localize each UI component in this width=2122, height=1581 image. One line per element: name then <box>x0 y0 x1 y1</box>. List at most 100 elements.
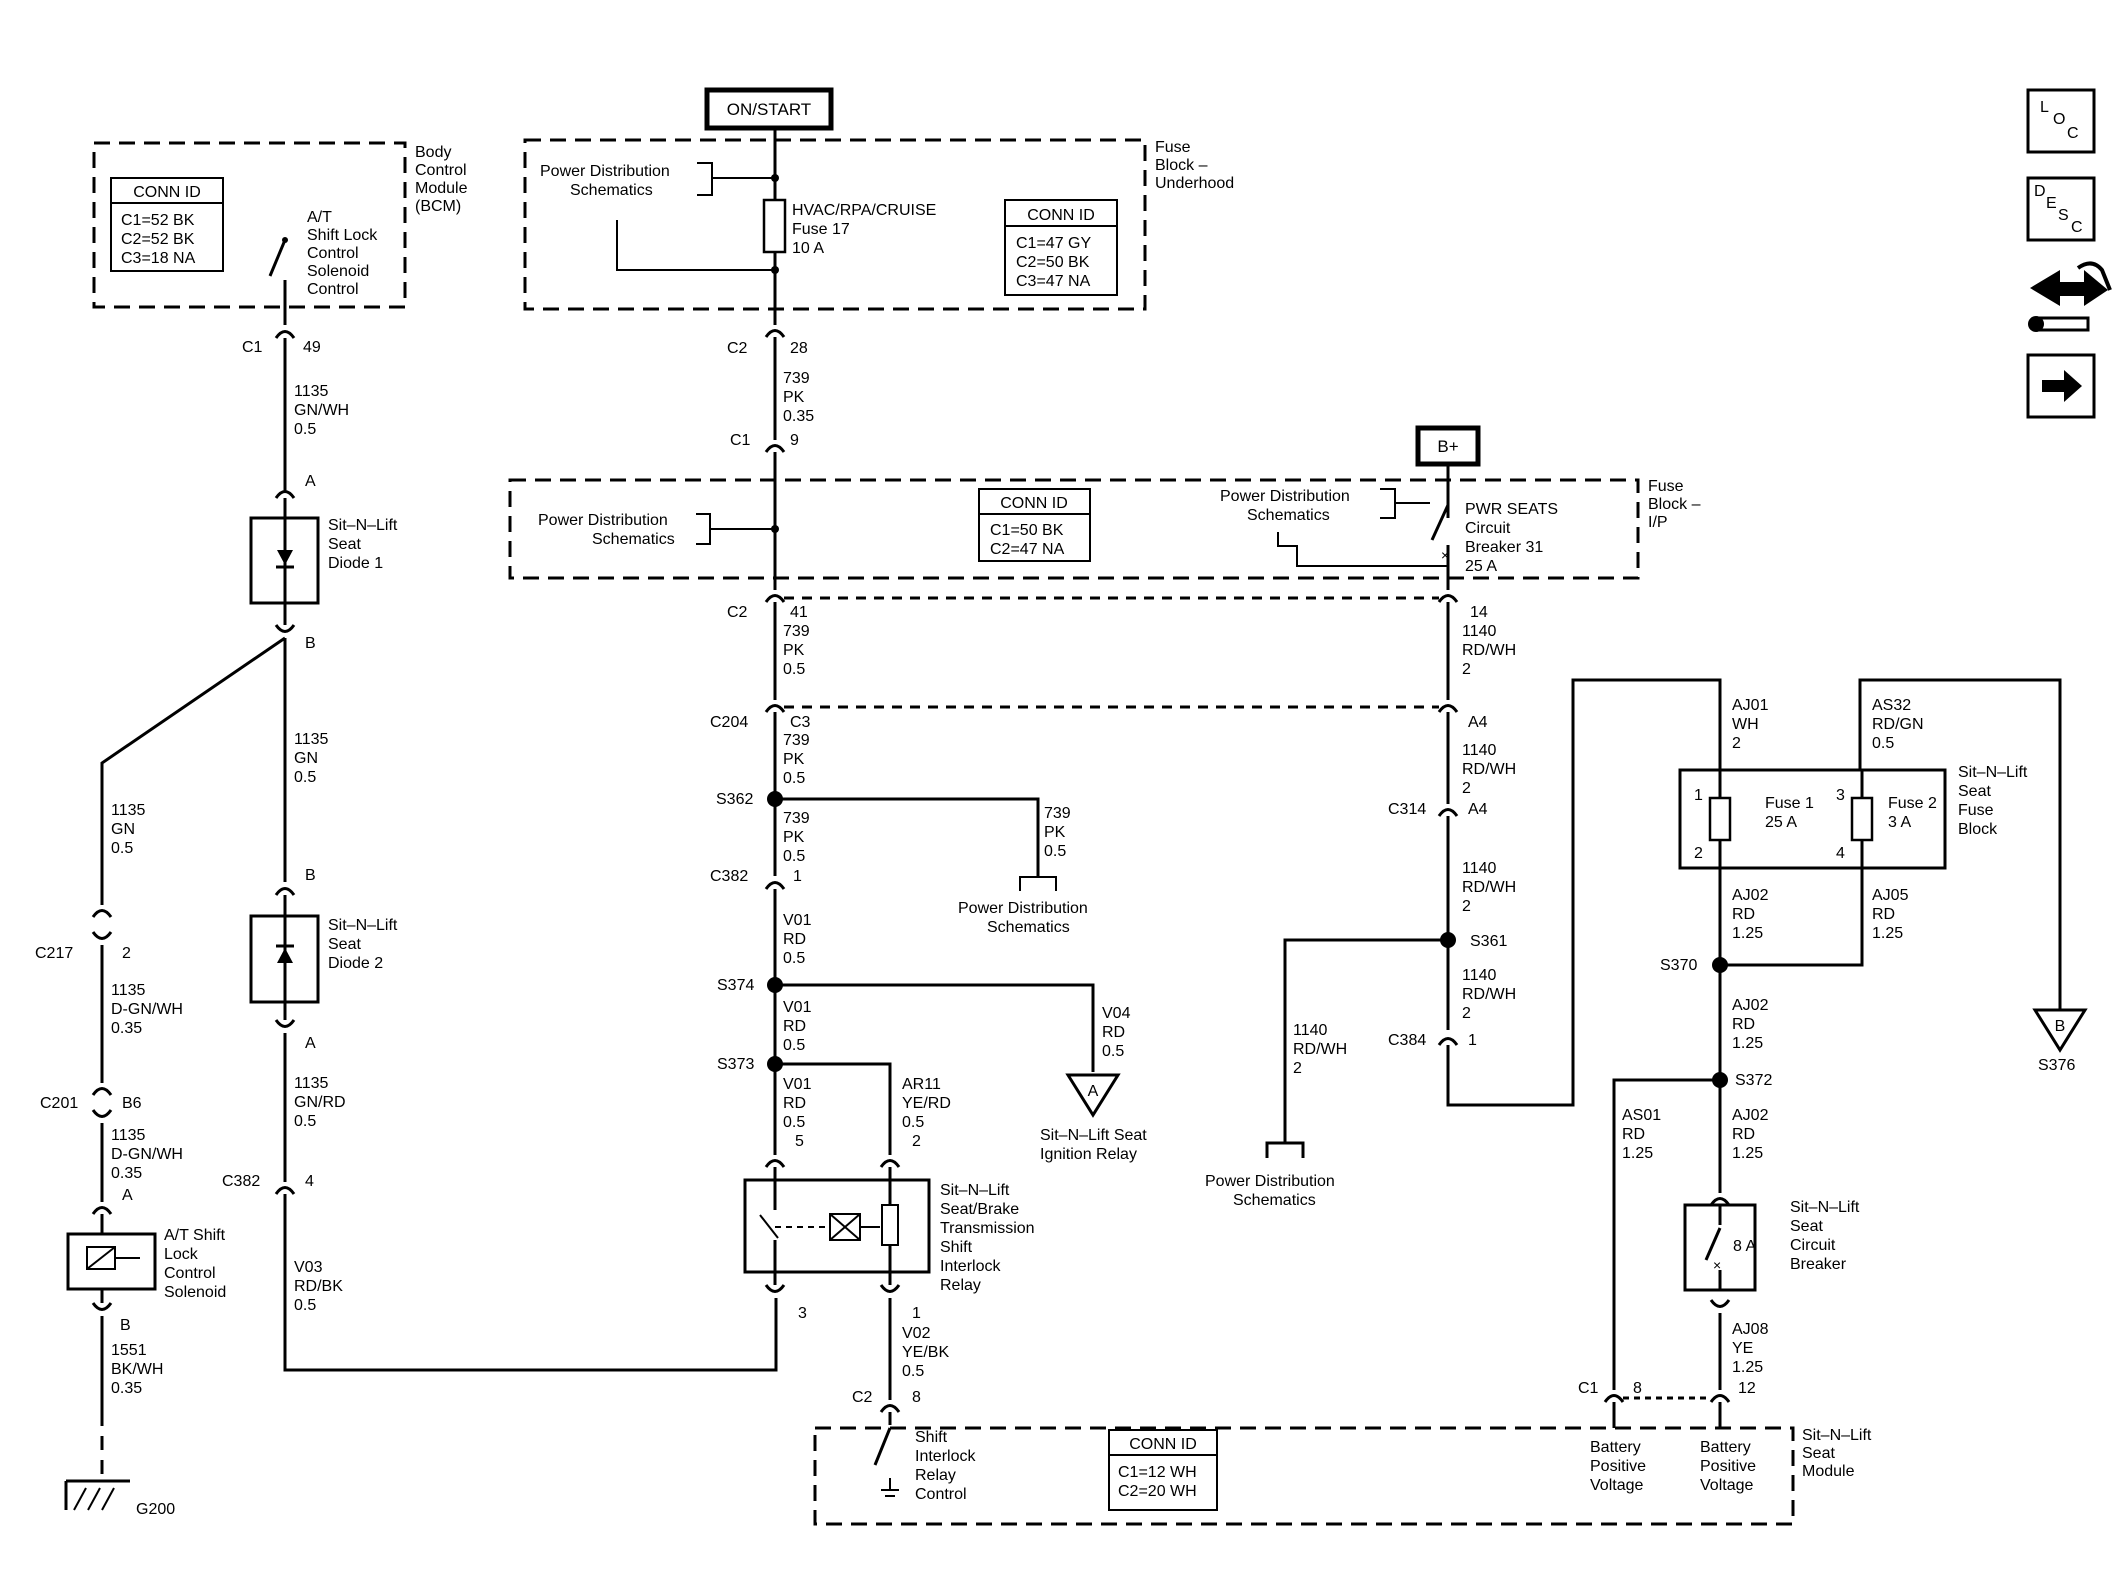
ign-relay-offpage-ref: A <box>1065 1073 1121 1118</box>
fuse-block-pin-4: 4 <box>1836 845 1845 862</box>
c201-label: C201 <box>40 1095 78 1112</box>
connector-diode1-a <box>274 490 296 499</box>
svg-text:A: A <box>1088 1083 1099 1100</box>
solenoid-pin-a: A <box>122 1187 133 1204</box>
c3-label: C3 <box>790 714 811 731</box>
c1-ip-pin: 9 <box>790 432 799 449</box>
loc-icon[interactable]: L O C <box>2026 88 2096 154</box>
shift-lock-solenoid-symbol <box>66 1214 157 1303</box>
connector-solenoid-b <box>91 1302 113 1311</box>
c382-mid-pin: 1 <box>793 868 802 885</box>
seat-circuit-breaker-symbol: × <box>1683 1203 1757 1292</box>
s374-label: S374 <box>717 977 754 994</box>
s370-label: S370 <box>1660 957 1697 974</box>
pwr-seats-breaker-symbol: × <box>1430 504 1450 590</box>
connector-solenoid-a <box>91 1206 113 1215</box>
svg-text:C: C <box>2071 219 2083 236</box>
c1-module-pin-8: 8 <box>1633 1380 1642 1397</box>
connector-c2-ip-14 <box>1437 594 1459 603</box>
c201-pin: B6 <box>122 1095 142 1112</box>
connector-relay-1 <box>879 1284 901 1293</box>
svg-text:B: B <box>2055 1018 2066 1035</box>
fuse-block-pin-2: 2 <box>1694 845 1703 862</box>
connector-c2-bottom <box>879 1404 901 1413</box>
diode1-pin-a: A <box>305 473 316 490</box>
svg-text:ON/START: ON/START <box>727 100 811 119</box>
connector-c1-bcm <box>274 330 296 339</box>
fuse-17-symbol <box>762 198 787 254</box>
c1-pin: 49 <box>303 339 321 356</box>
on-start-source: ON/START <box>704 87 834 131</box>
connector-c382-left <box>274 1186 296 1195</box>
c217-pin: 2 <box>122 945 131 962</box>
svg-text:C: C <box>2067 125 2079 142</box>
c314-label: C314 <box>1388 801 1426 818</box>
c2-bottom-label: C2 <box>852 1389 873 1406</box>
c2-bottom-pin: 8 <box>912 1389 921 1406</box>
seat-fuse-block <box>1678 768 1947 870</box>
s362-label: S362 <box>716 791 753 808</box>
shift-interlock-control-switch <box>873 1412 899 1497</box>
connector-relay-2 <box>879 1159 901 1168</box>
connector-breaker-bottom <box>1709 1299 1731 1308</box>
c2-top-pin: 28 <box>790 340 808 357</box>
diode2-pin-b: B <box>305 867 316 884</box>
c2-ip-pin: 41 <box>790 604 808 621</box>
c1-module-pin-12: 12 <box>1738 1380 1756 1397</box>
c1-label: C1 <box>242 339 263 356</box>
interlock-relay-symbol <box>743 1167 931 1274</box>
connector-tool-icon[interactable] <box>2028 261 2112 332</box>
svg-text:D: D <box>2034 183 2046 200</box>
connector-a4-1 <box>1437 704 1459 713</box>
c2-ip-label: C2 <box>727 604 748 621</box>
connector-c2-ip <box>764 594 786 603</box>
next-arrow-icon[interactable] <box>2026 353 2096 419</box>
fuse-block-underhood-boundary <box>523 138 1147 311</box>
connector-c2-top <box>764 329 786 338</box>
svg-text:CONN ID: CONN ID <box>1000 495 1068 512</box>
fuse-block-pin-3: 3 <box>1836 787 1845 804</box>
desc-icon[interactable]: D E S C <box>2026 176 2096 242</box>
c2-top-label: C2 <box>727 340 748 357</box>
c382-left-pin: 4 <box>305 1173 314 1190</box>
fuse-block-ip-boundary <box>508 478 1640 580</box>
connector-diode1-b <box>274 624 296 633</box>
